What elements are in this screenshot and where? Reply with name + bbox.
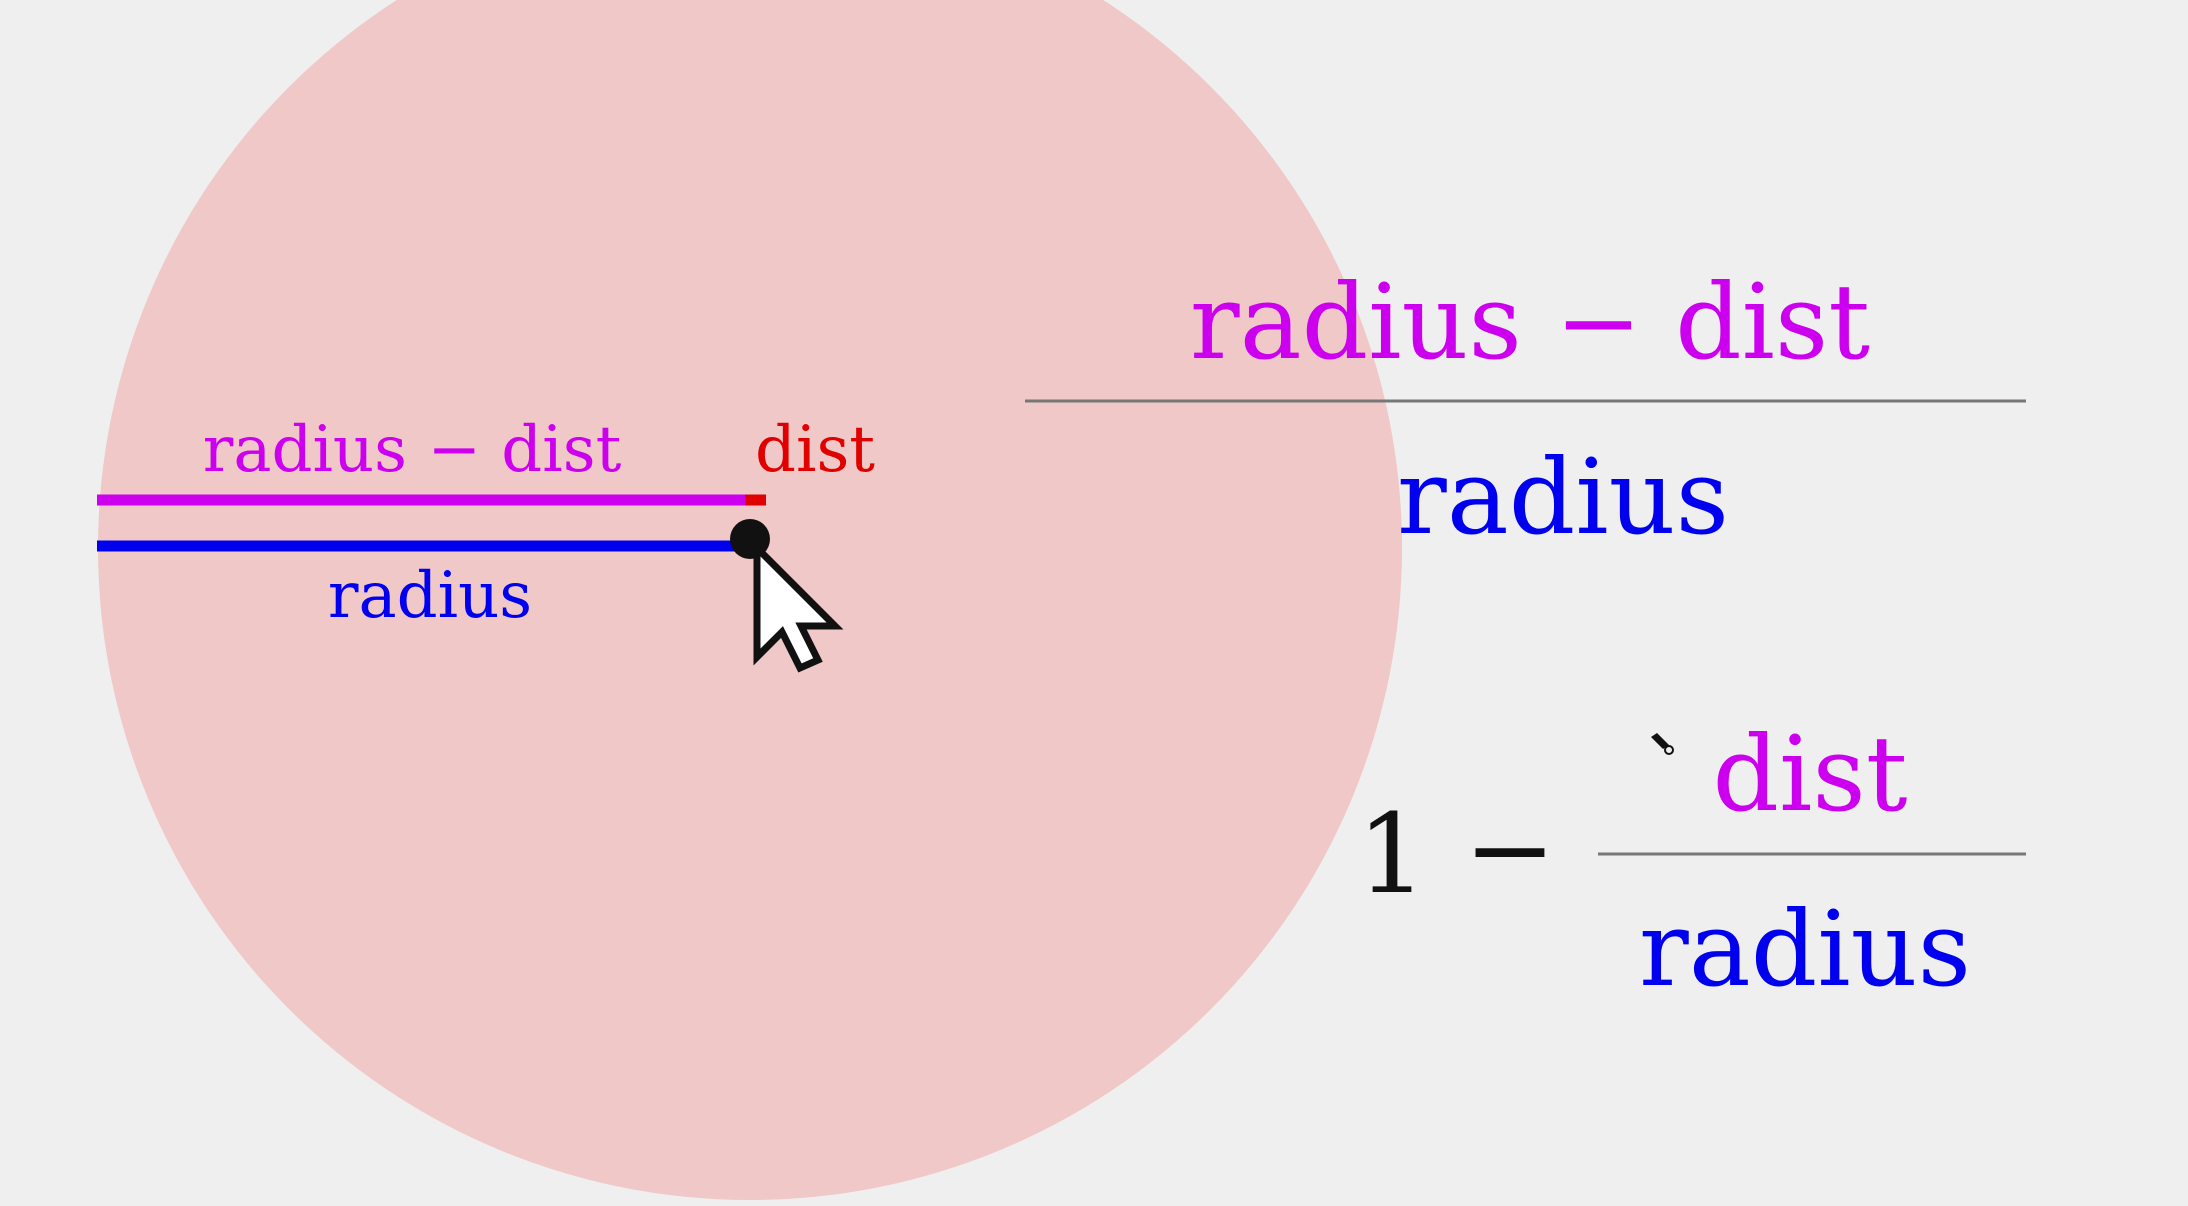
bottom-fraction-denominator: radius (1639, 888, 1971, 1010)
top-fraction-numerator: radius − dist (1190, 261, 1870, 383)
dist-label: dist (755, 413, 875, 487)
radius-label: radius (328, 559, 532, 633)
pen-cursor-icon (1651, 733, 1674, 755)
bottom-formula-minus: − (1464, 785, 1556, 913)
bottom-formula-one: 1 (1357, 790, 1427, 918)
difference-label: radius − dist (203, 413, 622, 487)
falloff-circle (98, 0, 1402, 1200)
top-fraction-denominator: radius (1397, 436, 1729, 558)
mouse-pointer-icon (753, 539, 844, 673)
bottom-fraction-numerator: dist (1713, 713, 1908, 835)
